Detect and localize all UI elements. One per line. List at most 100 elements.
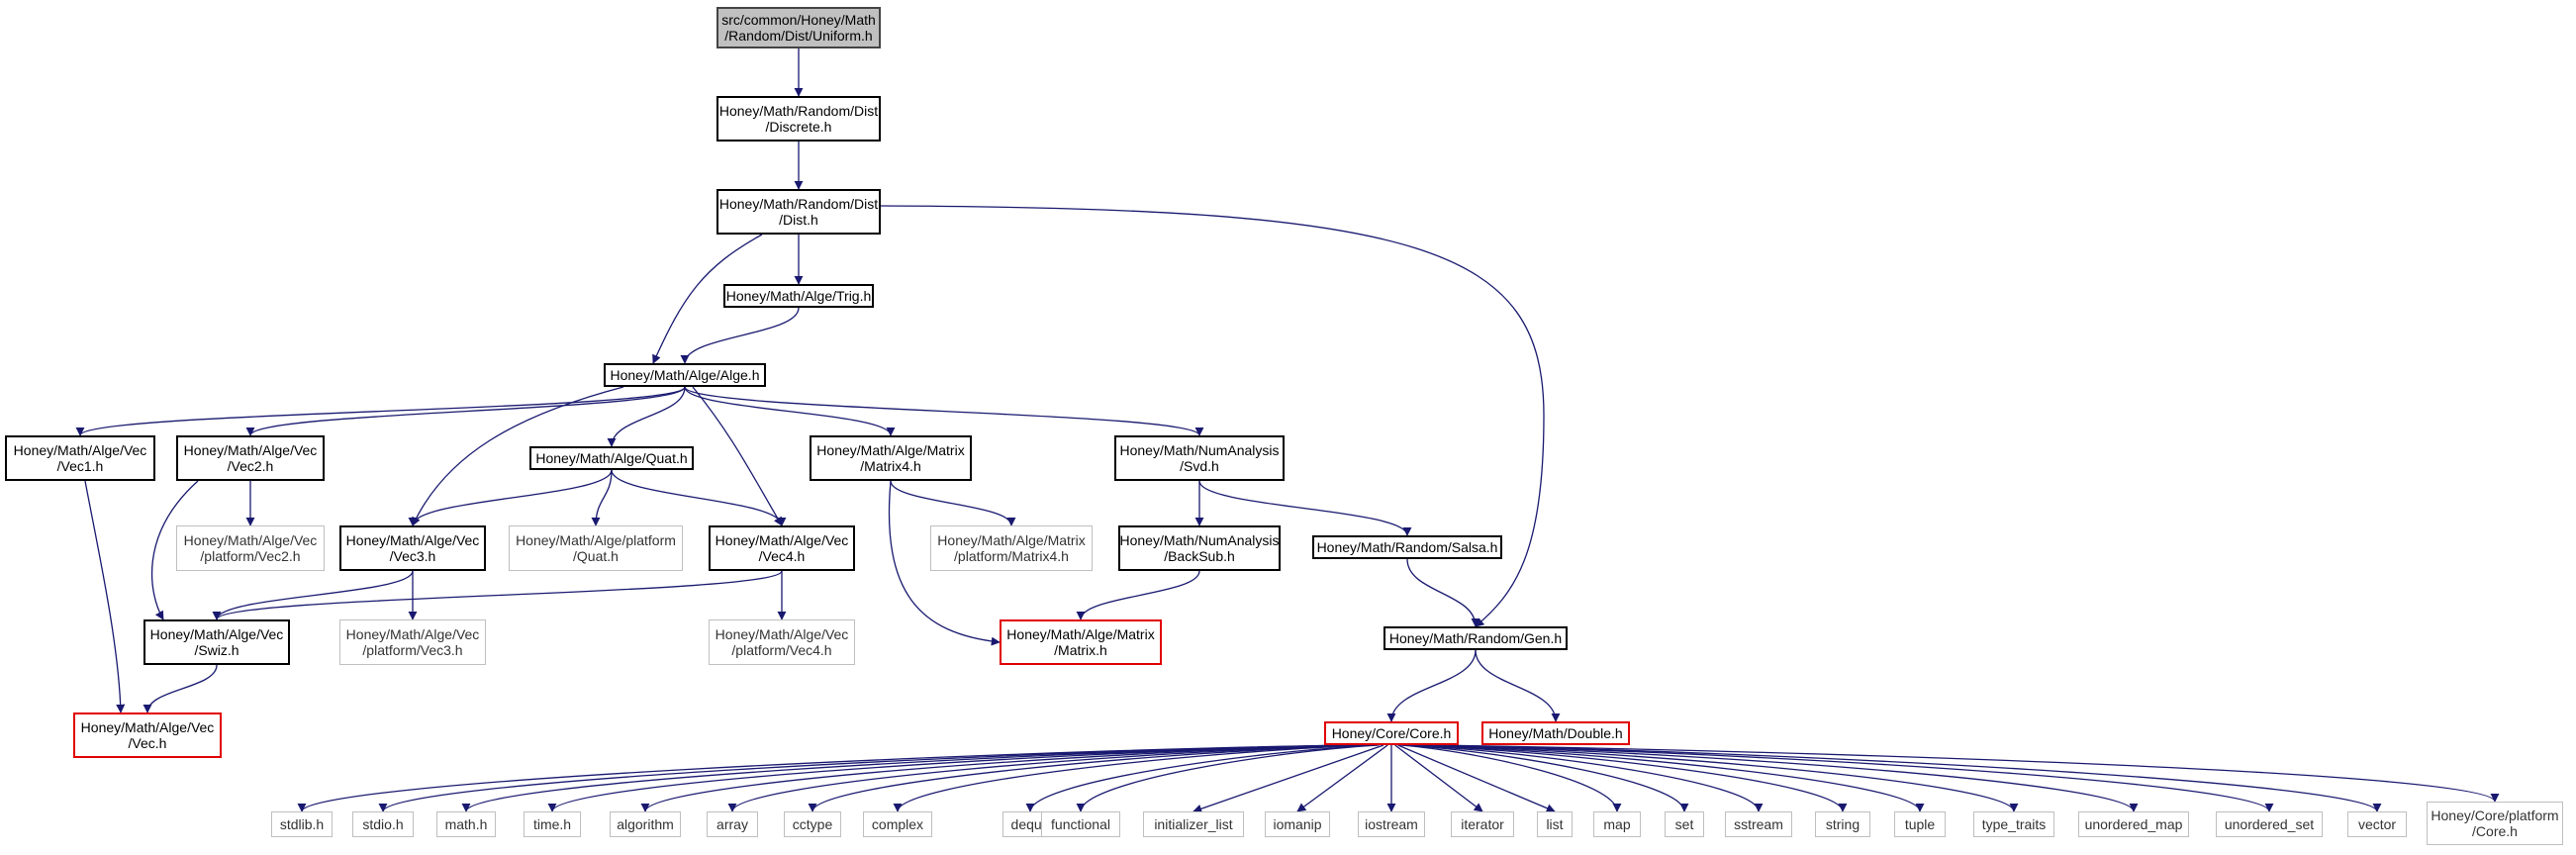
node-label-line: /Quat.h — [573, 548, 619, 564]
node-label-line: Honey/Math/Alge/Vec — [715, 626, 849, 642]
node-double[interactable]: Honey/Math/Double.h — [1481, 721, 1630, 745]
node-label-line: /platform/Vec3.h — [362, 642, 463, 658]
edge-core-to-tuple — [1412, 744, 1925, 812]
node-time: time.h — [524, 811, 581, 837]
edge-core-to-iomanip — [1296, 744, 1388, 812]
node-core[interactable]: Honey/Core/Core.h — [1324, 721, 1459, 745]
edge-core-to-map — [1400, 744, 1622, 812]
node-vec2[interactable]: Honey/Math/Alge/Vec/Vec2.h — [176, 435, 325, 481]
node-label-line: Honey/Math/Alge/Vec — [345, 626, 480, 642]
edge-core-to-complex — [893, 744, 1373, 812]
edge-vec2-to-swiz — [150, 480, 199, 620]
node-map: map — [1593, 811, 1641, 837]
edge-alge-to-matrix4 — [684, 386, 896, 436]
edge-swiz-to-vec — [143, 664, 218, 713]
node-quat[interactable]: Honey/Math/Alge/Quat.h — [529, 446, 694, 470]
node-label-line: /Vec1.h — [56, 458, 104, 474]
node-set: set — [1665, 811, 1704, 837]
edge-backsub-to-matrix — [1076, 570, 1200, 620]
node-label-line: algorithm — [617, 816, 674, 832]
node-matrix4[interactable]: Honey/Math/Alge/Matrix/Matrix4.h — [810, 435, 972, 481]
edge-core-to-string — [1409, 744, 1848, 812]
node-uniform[interactable]: src/common/Honey/Math/Random/Dist/Unifor… — [716, 7, 881, 48]
node-label-line: complex — [871, 816, 924, 832]
node-trig[interactable]: Honey/Math/Alge/Trig.h — [723, 284, 874, 308]
node-label-line: Honey/Math/Alge/Alge.h — [610, 367, 760, 383]
edge-quat-to-pquat — [591, 469, 613, 526]
node-complex: complex — [863, 811, 932, 837]
node-label-line: vector — [2357, 816, 2397, 832]
node-vec3[interactable]: Honey/Math/Alge/Vec/Vec3.h — [339, 525, 486, 571]
node-label-line: /Vec2.h — [227, 458, 274, 474]
node-swiz[interactable]: Honey/Math/Alge/Vec/Swiz.h — [143, 619, 290, 665]
node-label-line: /Random/Dist/Uniform.h — [724, 28, 873, 44]
edge-vec1-to-vec — [84, 480, 126, 713]
node-label-line: Honey/Math/Alge/Vec — [715, 532, 849, 548]
node-salsa[interactable]: Honey/Math/Random/Salsa.h — [1312, 535, 1502, 559]
node-label-line: /BackSub.h — [1164, 548, 1235, 564]
node-dist[interactable]: Honey/Math/Random/Dist/Dist.h — [716, 189, 881, 235]
edge-core-to-algorithm — [640, 744, 1362, 812]
node-stdlib: stdlib.h — [271, 811, 333, 837]
edge-core-to-vector — [1430, 744, 2382, 812]
node-pquat: Honey/Math/Alge/platform/Quat.h — [509, 525, 683, 571]
node-label-line: Honey/Math/Alge/platform — [516, 532, 676, 548]
node-alge[interactable]: Honey/Math/Alge/Alge.h — [604, 363, 766, 387]
node-discrete[interactable]: Honey/Math/Random/Dist/Discrete.h — [716, 96, 881, 142]
edge-core-to-type_traits — [1416, 744, 2019, 812]
node-label-line: tuple — [1904, 816, 1936, 832]
edge-core-to-time — [547, 744, 1359, 812]
node-label-line: unordered_set — [2224, 816, 2315, 832]
node-label-line: cctype — [792, 816, 833, 832]
node-label-line: Honey/Math/Alge/Vec — [183, 532, 318, 548]
edge-quat-to-vec4 — [611, 469, 787, 526]
node-matrix[interactable]: Honey/Math/Alge/Matrix/Matrix.h — [1000, 619, 1162, 665]
node-label-line: iostream — [1365, 816, 1418, 832]
node-label-line: unordered_map — [2084, 816, 2183, 832]
node-vec[interactable]: Honey/Math/Alge/Vec/Vec.h — [73, 712, 222, 758]
node-backsub[interactable]: Honey/Math/NumAnalysis/BackSub.h — [1118, 525, 1281, 571]
node-label-line: Honey/Math/Alge/Vec — [80, 719, 215, 735]
edge-trig-to-alge — [680, 307, 800, 364]
node-label-line: /Swiz.h — [194, 642, 239, 658]
node-label-line: /Svd.h — [1180, 458, 1219, 474]
node-label-line: Honey/Math/Double.h — [1488, 725, 1623, 741]
node-gen[interactable]: Honey/Math/Random/Gen.h — [1383, 626, 1568, 650]
edge-vec4-to-swiz — [212, 570, 783, 620]
edge-core-to-pcore — [1435, 744, 2500, 803]
node-label-line: time.h — [532, 816, 572, 832]
edge-alge-to-vec4 — [692, 386, 783, 526]
node-svd[interactable]: Honey/Math/NumAnalysis/Svd.h — [1114, 435, 1285, 481]
edge-core-to-sstream — [1405, 744, 1764, 812]
node-label-line: /Discrete.h — [765, 119, 832, 135]
node-vec1[interactable]: Honey/Math/Alge/Vec/Vec1.h — [5, 435, 155, 481]
edge-core-to-list — [1397, 744, 1556, 813]
node-sstream: sstream — [1725, 811, 1792, 837]
edge-core-to-deque — [1025, 744, 1378, 812]
node-label-line: stdio.h — [362, 816, 404, 832]
node-pcore: Honey/Core/platform/Core.h — [2427, 802, 2563, 845]
edge-core-to-iterator — [1394, 744, 1483, 812]
node-label-line: Honey/Math/Alge/Quat.h — [535, 450, 688, 466]
node-functional: functional — [1041, 811, 1120, 837]
node-label-line: Honey/Core/Core.h — [1331, 725, 1452, 741]
node-pmatrix4: Honey/Math/Alge/Matrix/platform/Matrix4.… — [930, 525, 1093, 571]
node-label-line: Honey/Math/Alge/Vec — [13, 442, 147, 458]
node-label-line: Honey/Math/Random/Gen.h — [1388, 630, 1563, 646]
edge-core-to-set — [1402, 744, 1689, 812]
node-initializer-list: initializer_list — [1143, 811, 1244, 837]
node-label-line: deque — [1010, 816, 1050, 832]
node-vec4[interactable]: Honey/Math/Alge/Vec/Vec4.h — [709, 525, 855, 571]
node-unordered-map: unordered_map — [2078, 811, 2189, 837]
node-label-line: iterator — [1461, 816, 1504, 832]
edge-alge-to-quat — [607, 386, 686, 447]
edge-alge-to-vec2 — [245, 386, 686, 436]
edge-core-to-unordered_map — [1420, 744, 2139, 812]
node-pvec4: Honey/Math/Alge/Vec/platform/Vec4.h — [709, 619, 855, 665]
node-label-line: Honey/Math/Alge/Vec — [183, 442, 318, 458]
node-list: list — [1537, 811, 1573, 837]
node-label-line: math.h — [444, 816, 488, 832]
node-label-line: functional — [1051, 816, 1110, 832]
edge-alge-to-vec1 — [75, 386, 686, 436]
